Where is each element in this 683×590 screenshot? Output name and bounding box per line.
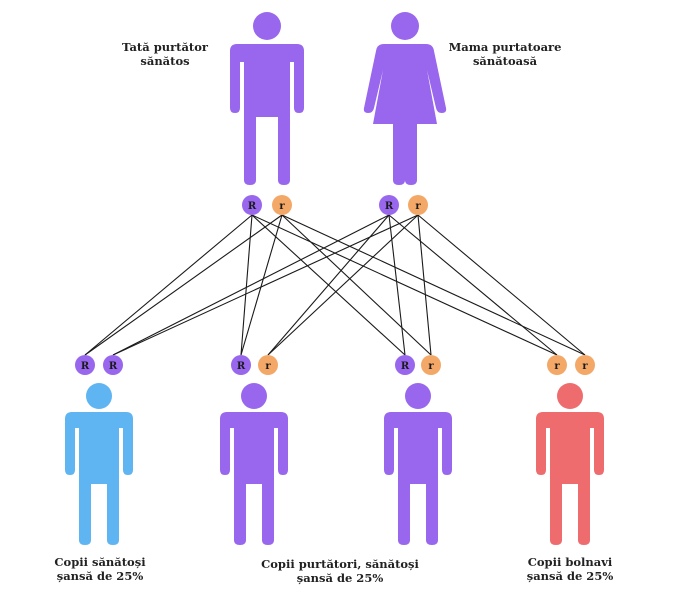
mother-allele-recessive: r bbox=[408, 195, 428, 215]
inheritance-line-10 bbox=[267, 214, 390, 356]
caption-carrier: Copii purtători, sănătoși șansă de 25% bbox=[250, 557, 430, 585]
svg-text:R: R bbox=[237, 361, 246, 372]
inheritance-line-16 bbox=[417, 214, 586, 356]
svg-text:R: R bbox=[81, 361, 90, 372]
svg-text:r: r bbox=[279, 201, 285, 212]
child-healthy-figure-icon bbox=[65, 383, 133, 545]
svg-text:r: r bbox=[415, 201, 421, 212]
svg-text:R: R bbox=[401, 361, 410, 372]
child-4-allele-1: r bbox=[547, 355, 567, 375]
caption-sick-line1: Copii bolnavi bbox=[527, 555, 613, 569]
caption-sick-line2: șansă de 25% bbox=[526, 569, 614, 583]
svg-text:r: r bbox=[582, 361, 588, 372]
inheritance-line-11 bbox=[388, 214, 406, 356]
svg-text:R: R bbox=[385, 201, 394, 212]
inheritance-line-4 bbox=[251, 214, 558, 356]
child-4-allele-2: r bbox=[575, 355, 595, 375]
inheritance-line-6 bbox=[240, 214, 283, 356]
inheritance-line-15 bbox=[417, 214, 432, 356]
father-label: Tată purtător sănătos bbox=[110, 40, 220, 68]
father-allele-dominant: R bbox=[242, 195, 262, 215]
child-2-allele-1: R bbox=[231, 355, 251, 375]
mother-allele-dominant: R bbox=[379, 195, 399, 215]
child-1-allele-1: R bbox=[75, 355, 95, 375]
mother-label: Mama purtatoare sănătoasă bbox=[440, 40, 570, 68]
father-label-line2: sănătos bbox=[140, 54, 190, 68]
inheritance-line-13 bbox=[112, 214, 419, 356]
mother-label-line1: Mama purtatoare bbox=[448, 40, 562, 54]
child-2-allele-2: r bbox=[258, 355, 278, 375]
inheritance-line-9 bbox=[112, 214, 390, 356]
inheritance-line-7 bbox=[281, 214, 432, 356]
child-1-allele-2: R bbox=[103, 355, 123, 375]
child-3-allele-1: R bbox=[395, 355, 415, 375]
child-sick-figure-icon bbox=[536, 383, 604, 545]
inheritance-line-12 bbox=[388, 214, 558, 356]
inheritance-line-8 bbox=[281, 214, 586, 356]
mother-figure-icon bbox=[363, 12, 447, 185]
father-allele-recessive: r bbox=[272, 195, 292, 215]
caption-carrier-line1: Copii purtători, sănătoși bbox=[261, 557, 419, 571]
father-figure-icon bbox=[230, 12, 304, 185]
svg-text:r: r bbox=[554, 361, 560, 372]
mother-label-line2: sănătoasă bbox=[472, 54, 538, 68]
caption-healthy: Copii sănătoși șansă de 25% bbox=[40, 555, 160, 583]
caption-sick: Copii bolnavi șansă de 25% bbox=[515, 555, 625, 583]
child-carrier-1-figure-icon bbox=[220, 383, 288, 545]
caption-healthy-line2: șansă de 25% bbox=[56, 569, 144, 583]
svg-text:r: r bbox=[428, 361, 434, 372]
svg-text:R: R bbox=[248, 201, 257, 212]
inheritance-line-14 bbox=[267, 214, 419, 356]
inheritance-line-1 bbox=[84, 214, 253, 356]
svg-text:R: R bbox=[109, 361, 118, 372]
caption-carrier-line2: șansă de 25% bbox=[296, 571, 384, 585]
inheritance-line-2 bbox=[240, 214, 253, 356]
caption-healthy-line1: Copii sănătoși bbox=[54, 555, 146, 569]
child-3-allele-2: r bbox=[421, 355, 441, 375]
child-carrier-2-figure-icon bbox=[384, 383, 452, 545]
inheritance-lines bbox=[84, 214, 586, 356]
father-label-line1: Tată purtător bbox=[122, 40, 208, 54]
inheritance-line-5 bbox=[84, 214, 283, 356]
svg-text:r: r bbox=[265, 361, 271, 372]
